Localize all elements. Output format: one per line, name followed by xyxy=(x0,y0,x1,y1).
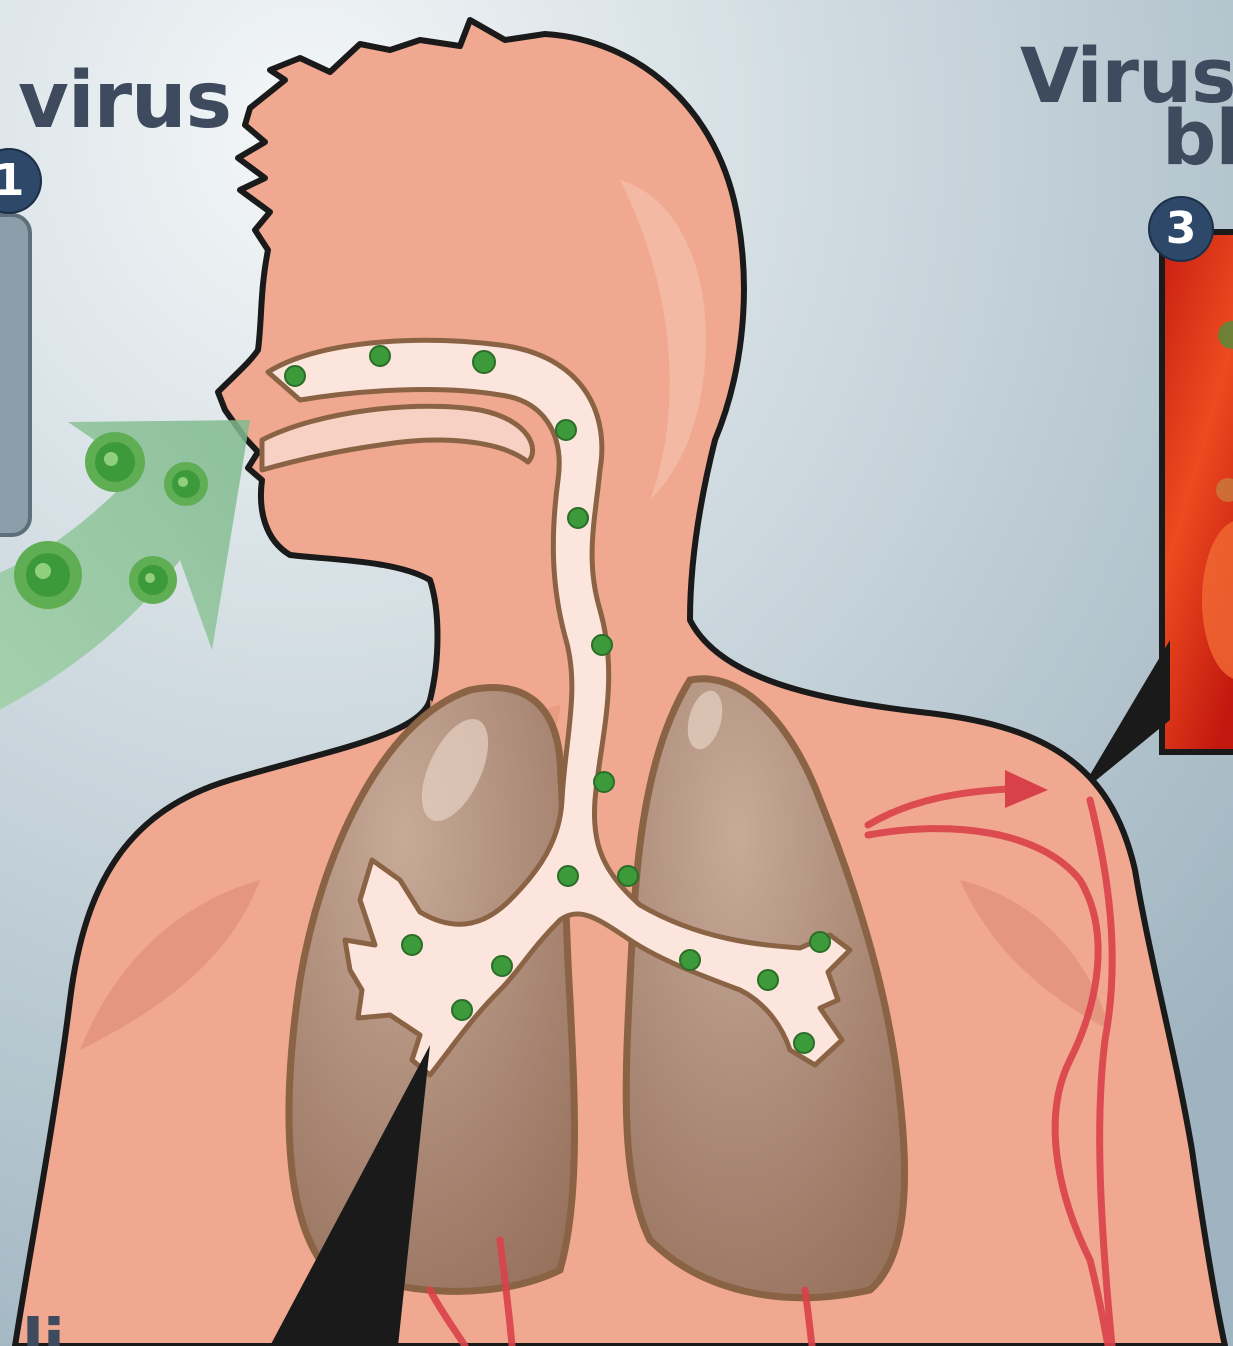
step3-badge: 3 xyxy=(1150,198,1212,260)
step1-title: virus xyxy=(18,62,231,140)
step2-title-partial: li xyxy=(22,1312,64,1346)
step1-panel-edge xyxy=(0,215,30,535)
step3-title-line2: bl xyxy=(1162,100,1233,176)
